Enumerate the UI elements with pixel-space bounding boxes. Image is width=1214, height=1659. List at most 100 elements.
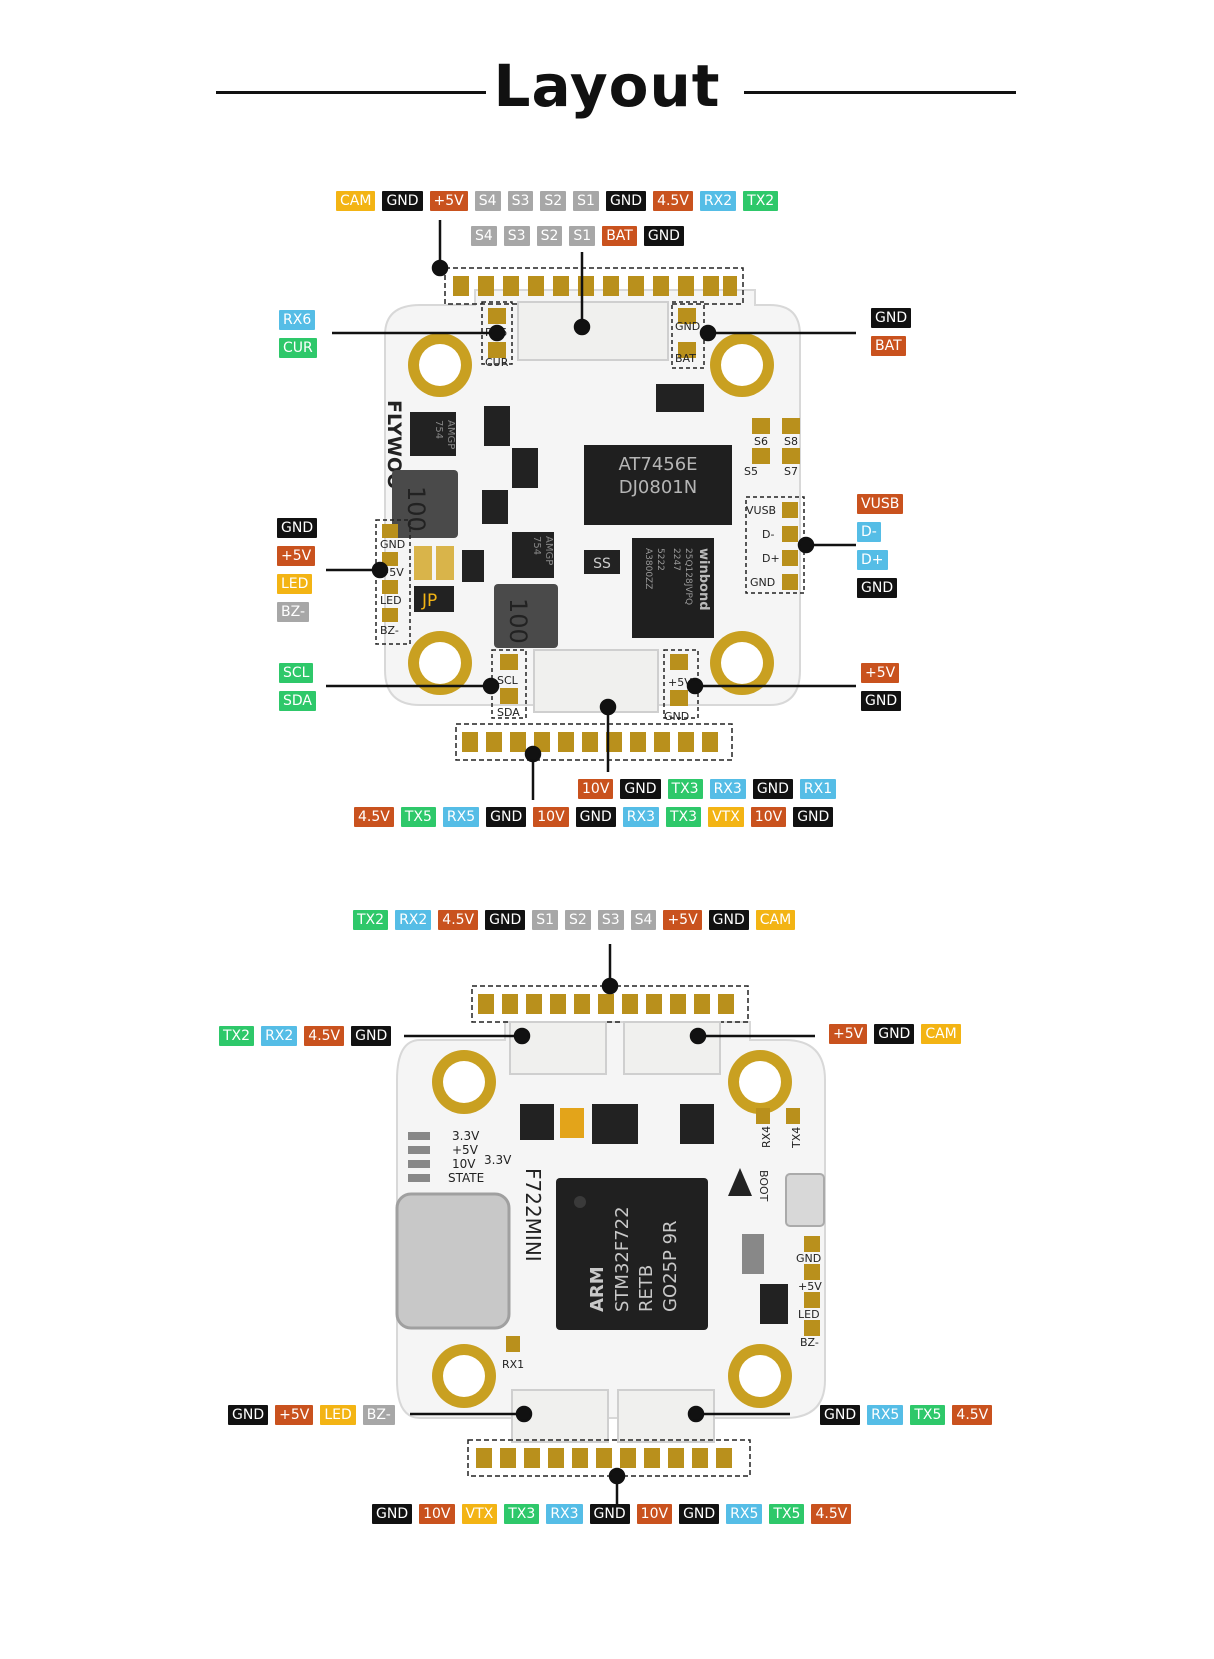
- pin-label-s1: S1: [573, 191, 599, 211]
- pin-label-tx3: TX3: [667, 779, 703, 799]
- pin-label-vtx: VTX: [708, 807, 744, 827]
- pin-label-cam: CAM: [921, 1024, 961, 1044]
- pin-label-bz: BZ-: [277, 602, 310, 622]
- osd-chip: [584, 445, 732, 525]
- b-silk-tx4: TX4: [790, 1127, 803, 1149]
- pin-label-rx5: RX5: [726, 1504, 763, 1524]
- silk-gnd4: GND: [664, 710, 689, 723]
- usb-c-port: [395, 1192, 511, 1330]
- top-mount-holes: [408, 333, 774, 695]
- silk-ic1a: AMGP: [445, 420, 456, 449]
- bottom-header-outline: [455, 723, 733, 761]
- s5-pad: [752, 448, 770, 464]
- title-rule-left: [216, 91, 486, 94]
- pin-label-10v: 10V: [750, 807, 787, 827]
- 5v-pad-outline: [663, 649, 699, 719]
- small-ic-b: [512, 448, 538, 488]
- page-title: Layout: [493, 52, 721, 120]
- b-silk-mcu2: RETB: [636, 1265, 657, 1312]
- pin-label-d: D-: [857, 522, 881, 542]
- pin-label-s4: S4: [471, 226, 497, 246]
- pin-label-45v: 4.5V: [438, 910, 479, 930]
- b-connector-tr: [623, 1021, 721, 1075]
- pin-label-rx1: RX1: [799, 779, 837, 799]
- pin-label-gnd: GND: [382, 191, 423, 211]
- pin-label-gnd: GND: [708, 910, 749, 930]
- b-chip-b: [592, 1104, 638, 1144]
- b-bottom-header-pads: [476, 1448, 732, 1468]
- pin-label-s3: S3: [507, 191, 534, 211]
- pin-label-rx3: RX3: [546, 1504, 583, 1524]
- pin-label-tx3: TX3: [504, 1504, 540, 1524]
- silk-p5v2: +5V: [668, 676, 692, 689]
- pin-label-gnd: GND: [486, 807, 527, 827]
- silk-gnd3: GND: [380, 538, 405, 551]
- b-tx4-pad: [786, 1108, 800, 1124]
- s6-pad: [752, 418, 770, 434]
- cap-b: [436, 546, 454, 580]
- chip-ss: [584, 550, 620, 574]
- silk-vusb: VUSB: [746, 504, 776, 517]
- pin-label-10v: 10V: [578, 779, 614, 799]
- pin-label-gnd: GND: [575, 807, 616, 827]
- pin-label-gnd: GND: [871, 308, 912, 328]
- chip-ic2: [512, 532, 554, 578]
- pin-label-5v: +5V: [663, 910, 702, 930]
- pin-label-tx3: TX3: [666, 807, 702, 827]
- pin-label-s2: S2: [536, 226, 563, 246]
- pin-label-scl: SCL: [279, 663, 314, 683]
- b-silk-v10: 10V: [452, 1157, 476, 1171]
- pin-label-45v: 4.5V: [811, 1504, 852, 1524]
- silk-ind: 100: [402, 486, 430, 532]
- boot-arrow-icon: [728, 1168, 752, 1196]
- mcu-chip: [556, 1178, 708, 1330]
- top-board: RX6 CUR GND BAT FLYWOO AMGP 754 100 AT74…: [326, 220, 856, 800]
- silk-dm: D-: [762, 528, 774, 541]
- pin-label-gnd: GND: [372, 1504, 413, 1524]
- flash-chip: [632, 538, 714, 638]
- pin-label-45v: 4.5V: [304, 1026, 345, 1046]
- silk-ic2a: AMGP: [543, 536, 554, 565]
- pin-label-s4: S4: [474, 191, 501, 211]
- b-chip-pdb: [742, 1234, 764, 1274]
- silk-led: LED: [380, 594, 402, 607]
- pin-label-gnd: GND: [820, 1405, 861, 1425]
- b-right-pads: [804, 1236, 820, 1336]
- led-gnd-pad: [382, 524, 398, 538]
- pin-label-led: LED: [320, 1405, 356, 1425]
- silk-flash4: 5222: [655, 548, 665, 571]
- pin-label-gnd: GND: [605, 191, 647, 211]
- pin-label-10v: 10V: [636, 1504, 673, 1524]
- silk-s7: S7: [784, 465, 798, 478]
- cur-pad: [488, 342, 506, 358]
- b-silk-v33: 3.3V: [452, 1129, 480, 1143]
- pin-label-gnd: GND: [277, 518, 318, 538]
- pin-label-led: LED: [277, 574, 313, 594]
- silk-gnd: GND: [675, 320, 700, 333]
- pin-label-gnd: GND: [874, 1024, 915, 1044]
- pin-label-5v: +5V: [429, 191, 468, 211]
- b-mount-holes: [432, 1050, 792, 1408]
- pin-label-rx3: RX3: [622, 807, 659, 827]
- pin-label-bat: BAT: [602, 226, 637, 246]
- pin-label-bz: BZ-: [362, 1405, 395, 1425]
- pin-label-rx2: RX2: [261, 1026, 298, 1046]
- pin-label-s2: S2: [565, 910, 591, 930]
- b-rx4-pad: [756, 1108, 770, 1124]
- silk-bz: BZ-: [380, 624, 399, 637]
- pin-label-rx2: RX2: [395, 910, 432, 930]
- chip-ce: [656, 384, 704, 412]
- b-chip-a: [520, 1104, 554, 1140]
- b-silk-state: STATE: [448, 1171, 484, 1185]
- b-cap-yellow: [560, 1108, 584, 1138]
